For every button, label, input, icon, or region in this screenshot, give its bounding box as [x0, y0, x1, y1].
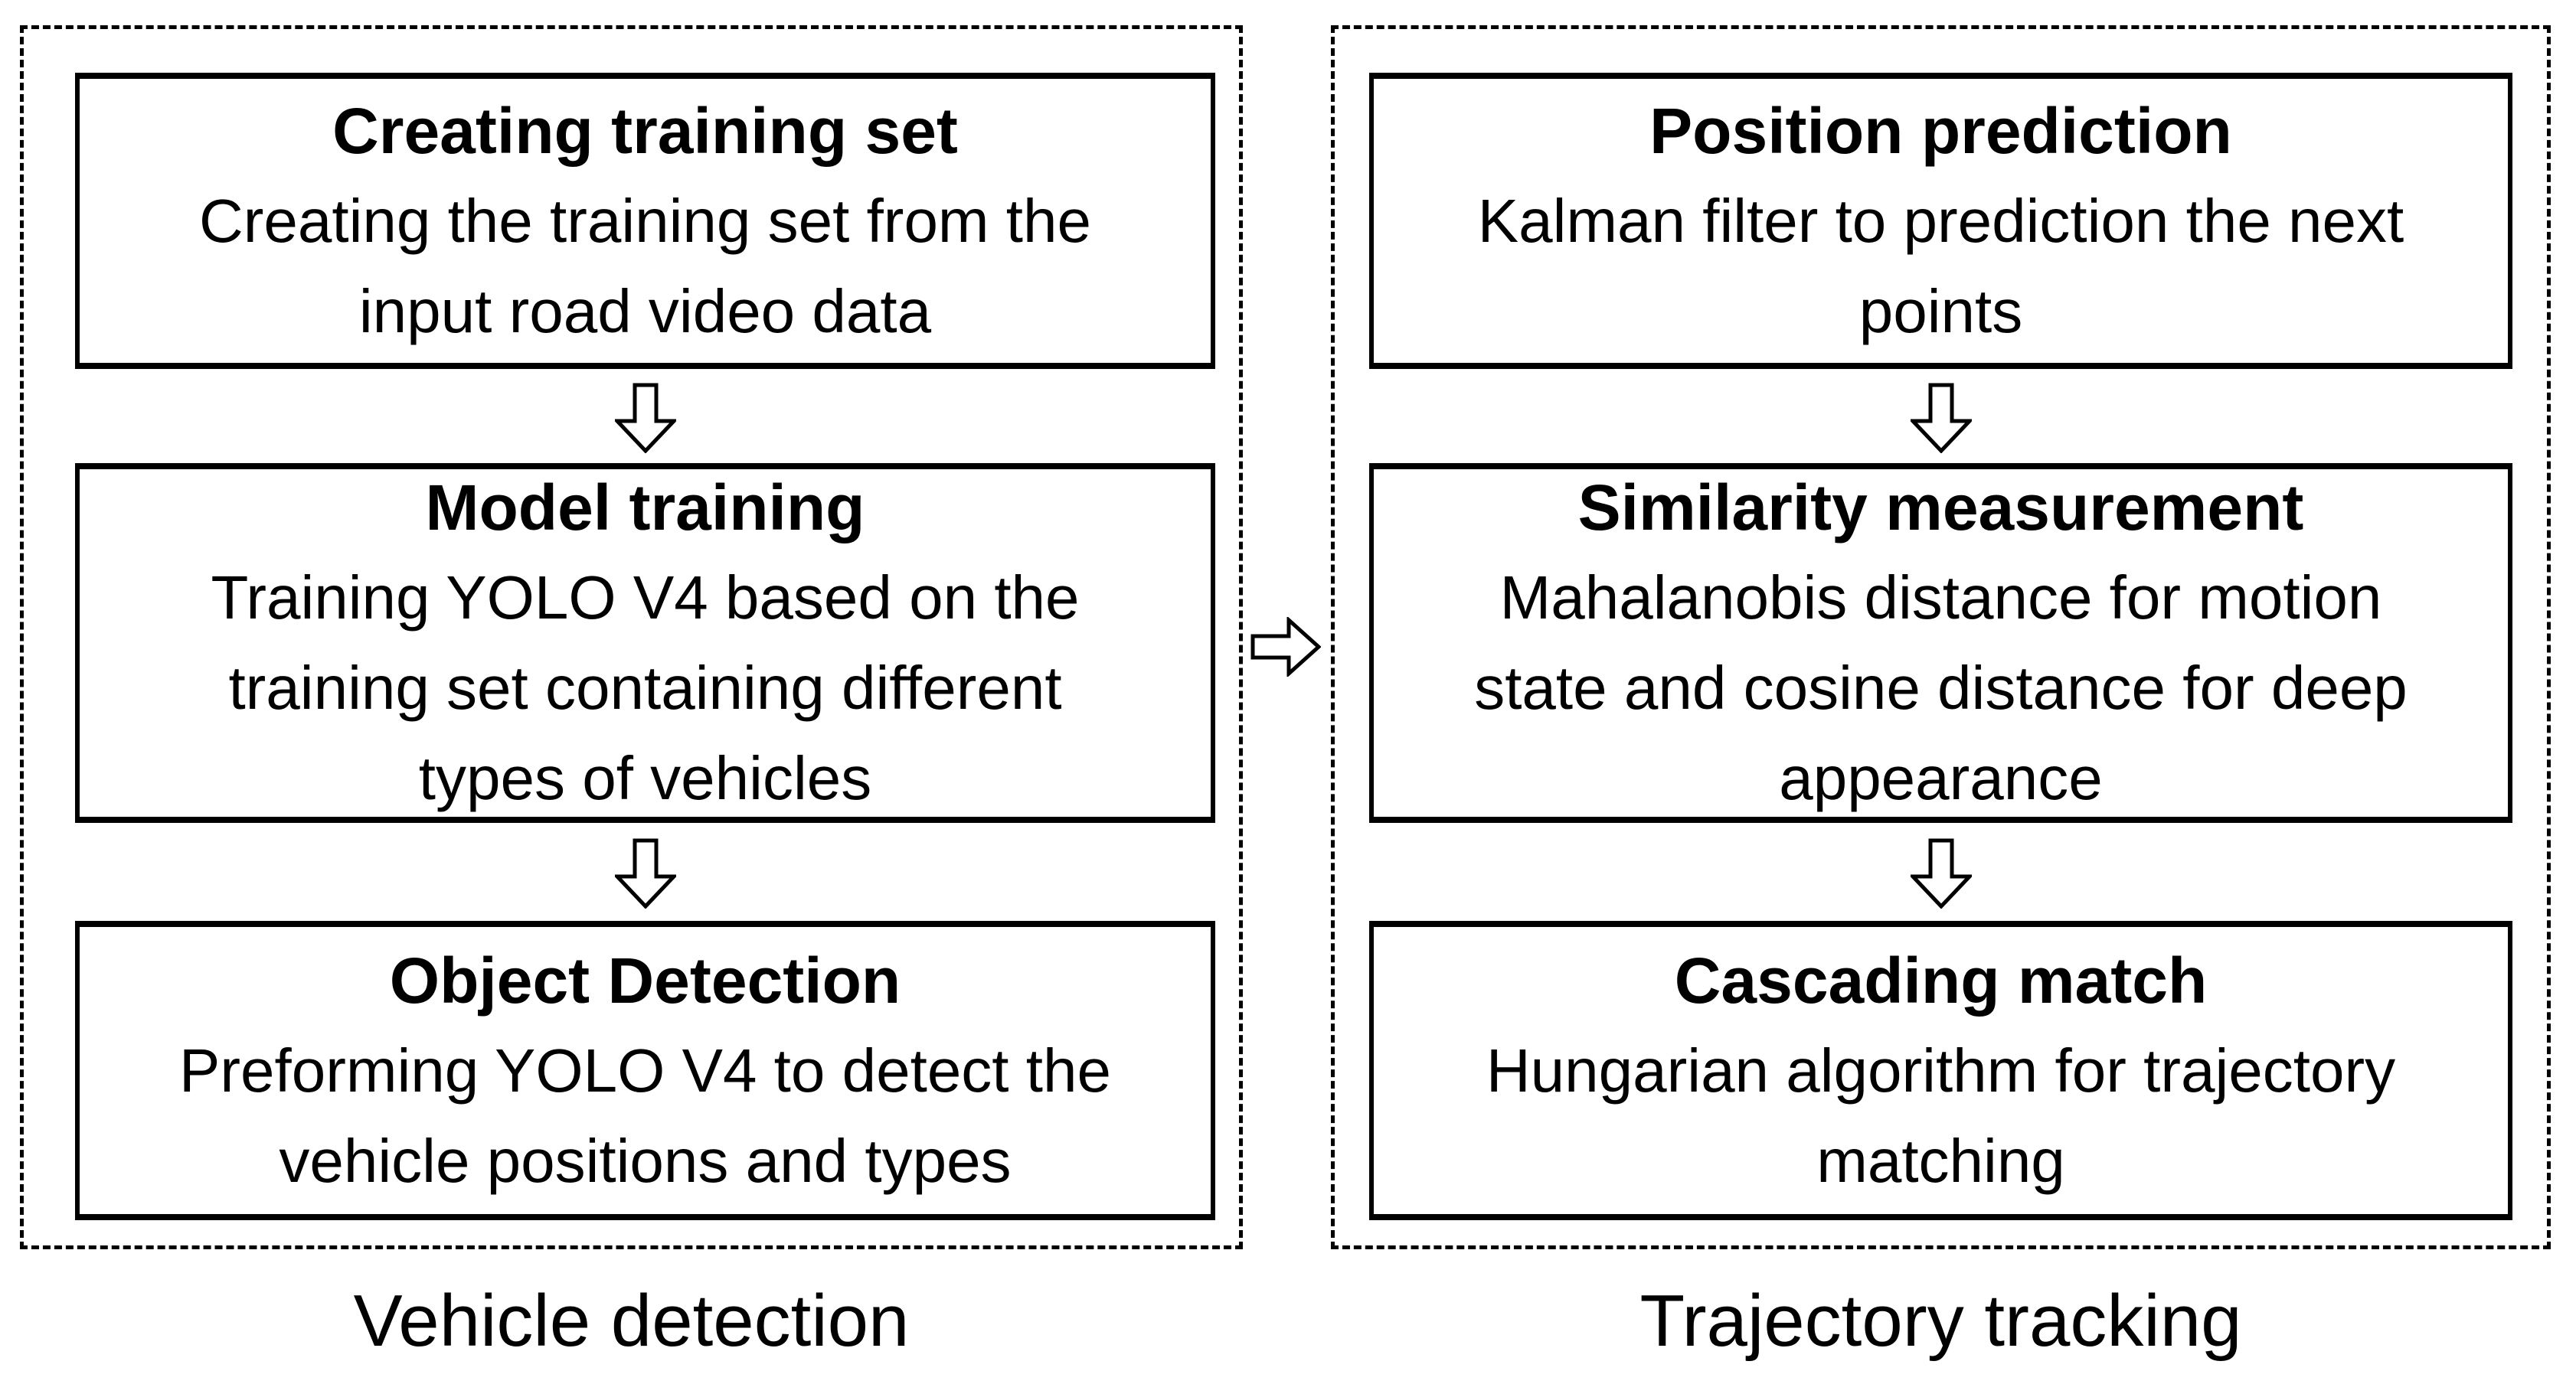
box-title: Creating training set	[332, 94, 958, 167]
box-title: Object Detection	[389, 944, 901, 1017]
box-text-line: Training YOLO V4 based on the	[211, 563, 1080, 632]
box-text-line: Preforming YOLO V4 to detect the	[179, 1036, 1111, 1105]
box-text-line: Mahalanobis distance for motion	[1499, 563, 2382, 632]
box-title: Similarity measurement	[1577, 472, 2304, 543]
box-text-line: Kalman filter to prediction the next	[1477, 186, 2404, 255]
box-text-line: matching	[1816, 1126, 2065, 1195]
vehicle-detection-group: Creating training set Creating the train…	[20, 25, 1243, 1249]
box-title: Cascading match	[1674, 944, 2208, 1017]
box-text-line: appearance	[1779, 744, 2103, 812]
box-text-line: training set containing different	[228, 654, 1062, 722]
box-title: Model training	[425, 472, 865, 543]
box-text-line: types of vehicles	[418, 744, 872, 812]
down-arrow-icon	[1911, 838, 1972, 909]
flow-box-object-detection: Object Detection Preforming YOLO V4 to d…	[75, 921, 1215, 1220]
flow-box-cascading-match: Cascading match Hungarian algorithm for …	[1369, 921, 2512, 1220]
flow-box-creating-training-set: Creating training set Creating the train…	[75, 73, 1215, 369]
down-arrow-icon	[1911, 383, 1972, 453]
right-arrow-icon	[1250, 617, 1321, 677]
flow-box-similarity-measurement: Similarity measurement Mahalanobis dista…	[1369, 463, 2512, 823]
down-arrow-icon	[615, 838, 676, 909]
down-arrow-icon	[615, 383, 676, 453]
flow-box-position-prediction: Position prediction Kalman filter to pre…	[1369, 73, 2512, 369]
box-text-line: input road video data	[358, 276, 932, 345]
trajectory-tracking-group: Position prediction Kalman filter to pre…	[1331, 25, 2551, 1249]
box-text-line: Hungarian algorithm for trajectory	[1486, 1036, 2396, 1105]
box-text-line: points	[1858, 276, 2023, 345]
box-title: Position prediction	[1649, 94, 2232, 167]
vehicle-detection-label: Vehicle detection	[353, 1280, 910, 1362]
box-text-line: vehicle positions and types	[279, 1126, 1012, 1195]
trajectory-tracking-label: Trajectory tracking	[1639, 1280, 2242, 1362]
flow-box-model-training: Model training Training YOLO V4 based on…	[75, 463, 1215, 823]
box-text-line: state and cosine distance for deep	[1474, 654, 2408, 722]
box-text-line: Creating the training set from the	[198, 186, 1092, 255]
